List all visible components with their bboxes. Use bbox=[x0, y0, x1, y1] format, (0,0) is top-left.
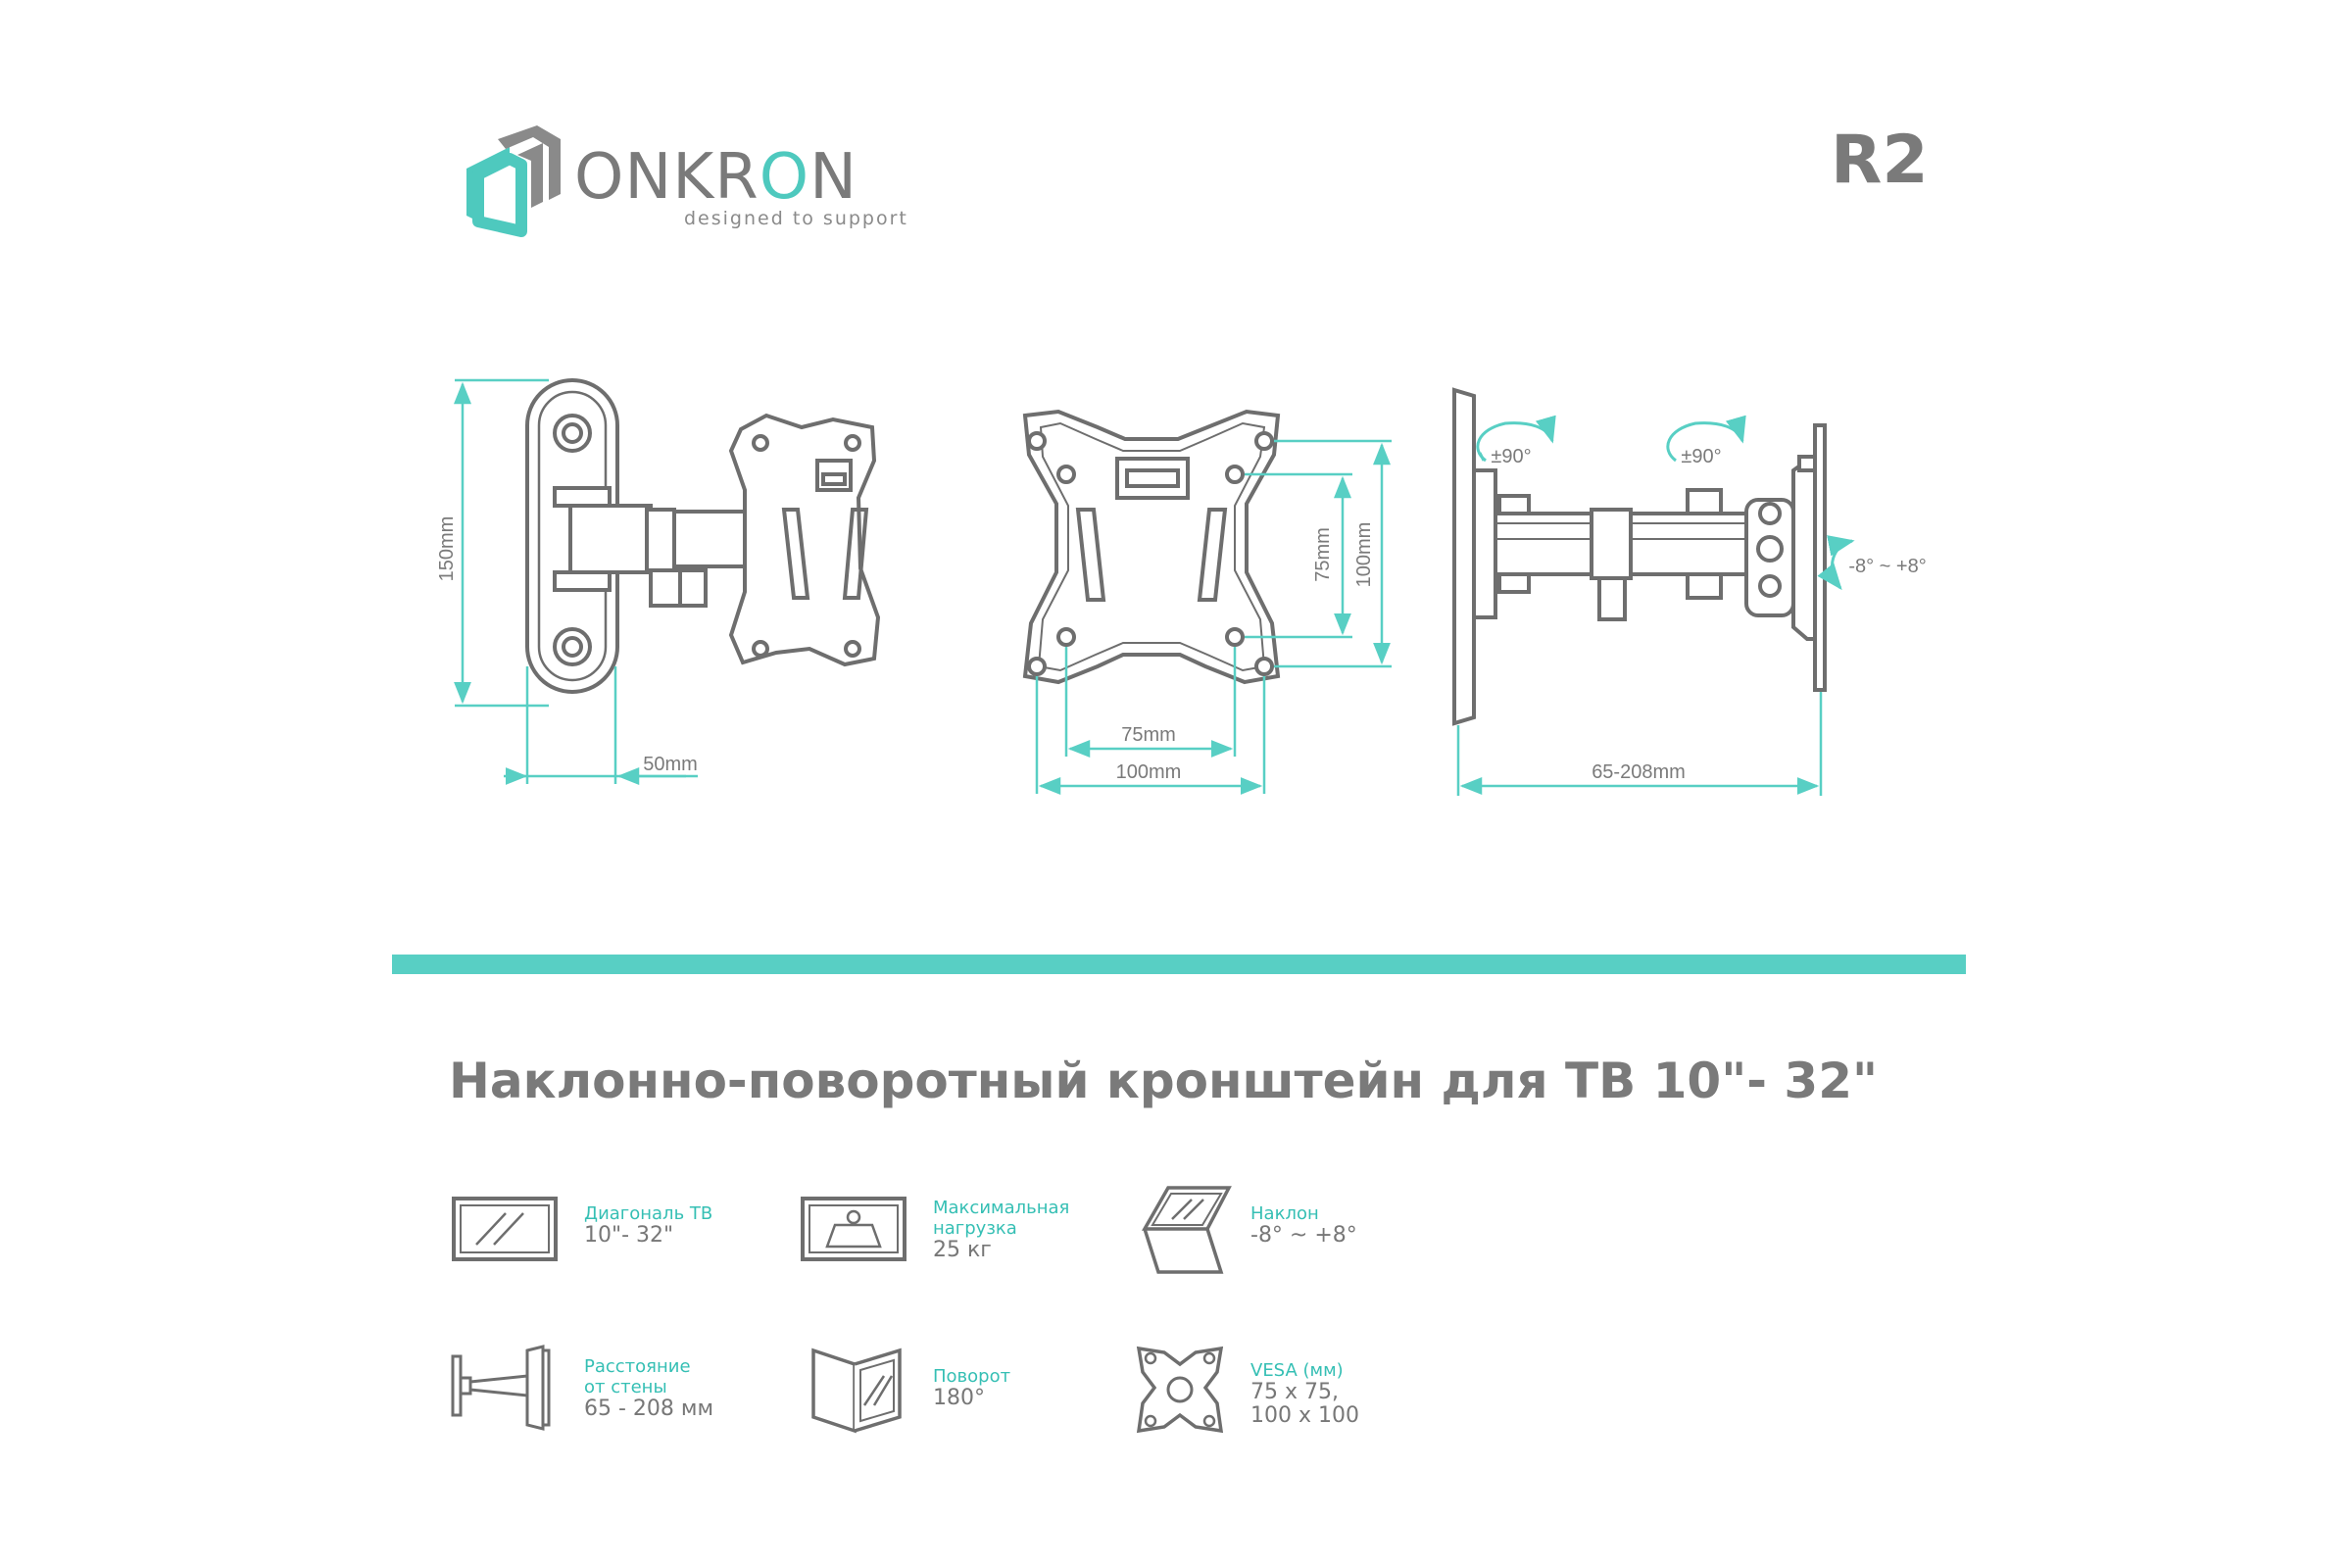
swivel-arrow-right-icon bbox=[1666, 415, 1746, 463]
dimension-lines bbox=[454, 378, 1823, 796]
spec-label: Диагональ ТВ bbox=[584, 1203, 713, 1224]
dim-vesa-large-width-label: 100mm bbox=[1116, 761, 1182, 783]
top-view-bracket bbox=[1452, 387, 1827, 726]
dim-depth-label: 50mm bbox=[643, 754, 698, 775]
onkron-cube-logo-icon bbox=[466, 125, 561, 237]
vesa-icon bbox=[1136, 1346, 1224, 1434]
technical-drawing: 150mm 50mm 75mm 100mm 75mm 100mm 65-208m… bbox=[436, 378, 1927, 796]
dim-vesa-small-width-label: 75mm bbox=[1121, 724, 1176, 746]
spec-value: -8° ~ +8° bbox=[1250, 1223, 1357, 1248]
spec-tilt: Наклон -8° ~ +8° bbox=[1250, 1203, 1427, 1248]
vesa-plate-view bbox=[1022, 409, 1281, 685]
spec-tv-diagonal: Диагональ ТВ 10"- 32" bbox=[584, 1203, 760, 1248]
spec-label: Расстояние от стены bbox=[584, 1356, 691, 1397]
brand-tagline: designed to support bbox=[684, 208, 908, 229]
max-load-icon bbox=[801, 1197, 906, 1261]
brand-name-accent: O bbox=[759, 141, 810, 214]
brand-logo: ONKRON designed to support bbox=[459, 125, 906, 243]
tv-diagonal-icon bbox=[452, 1197, 558, 1261]
dim-vesa-large-height-label: 100mm bbox=[1353, 522, 1375, 588]
tilt-arrow-icon bbox=[1817, 535, 1855, 591]
model-number: R2 bbox=[1831, 122, 1929, 199]
spec-label: Максимальная нагрузка bbox=[933, 1198, 1070, 1239]
accent-divider bbox=[392, 955, 1966, 974]
spec-value: 10"- 32" bbox=[584, 1223, 674, 1248]
spec-value: 25 кг bbox=[933, 1238, 992, 1262]
swivel-icon bbox=[811, 1348, 902, 1434]
dim-swivel-left-label: ±90° bbox=[1491, 446, 1531, 467]
spec-vesa: VESA (мм) 75 x 75, 100 x 100 bbox=[1250, 1360, 1397, 1428]
spec-max-load: Максимальная нагрузка 25 кг bbox=[933, 1198, 1109, 1262]
tilt-icon bbox=[1141, 1186, 1232, 1274]
dim-vesa-small-height-label: 75mm bbox=[1312, 527, 1334, 582]
swivel-arrow-left-icon bbox=[1476, 415, 1556, 463]
dim-tilt-label: -8° ~ +8° bbox=[1848, 556, 1926, 577]
product-title: Наклонно-поворотный кронштейн для ТВ 10"… bbox=[449, 1053, 1879, 1109]
spec-wall-distance: Расстояние от стены 65 - 208 мм bbox=[584, 1356, 780, 1421]
spec-value: 75 x 75, 100 x 100 bbox=[1250, 1380, 1359, 1428]
spec-label: Поворот bbox=[933, 1366, 1011, 1387]
dim-swivel-right-label: ±90° bbox=[1681, 446, 1721, 467]
spec-value: 65 - 208 мм bbox=[584, 1396, 714, 1421]
spec-label: Наклон bbox=[1250, 1203, 1319, 1224]
brand-name: ONKRON bbox=[574, 141, 858, 214]
spec-swivel: Поворот 180° bbox=[933, 1366, 1109, 1410]
side-view-bracket bbox=[525, 378, 881, 694]
spec-value: 180° bbox=[933, 1386, 985, 1410]
dim-wall-distance-label: 65-208mm bbox=[1592, 761, 1686, 783]
dim-height-label: 150mm bbox=[436, 516, 458, 582]
wall-distance-icon bbox=[451, 1345, 551, 1431]
spec-label: VESA (мм) bbox=[1250, 1360, 1344, 1381]
